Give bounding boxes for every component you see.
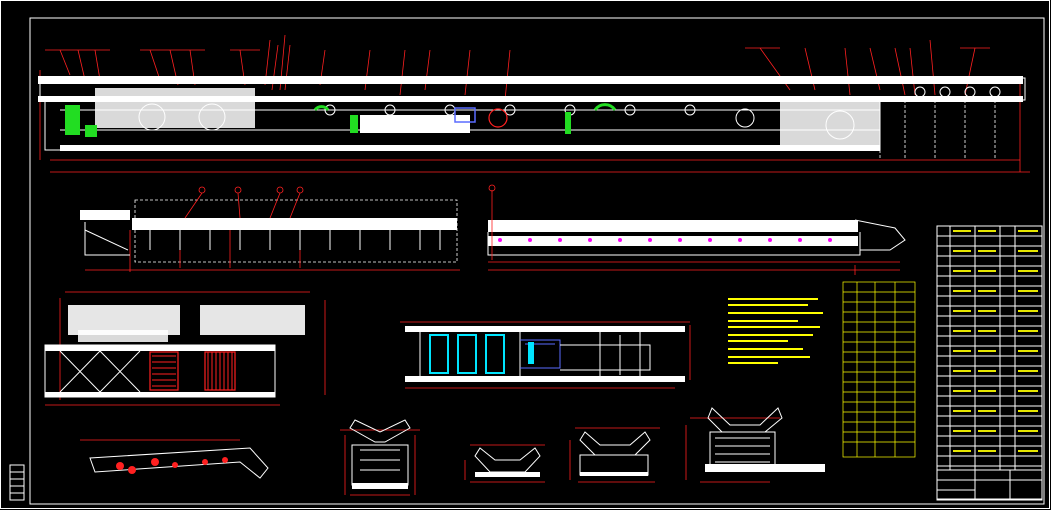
section-view-c xyxy=(569,427,660,483)
chain-side-sprockets xyxy=(116,457,228,474)
elevation-rollers xyxy=(324,86,1001,116)
plan-view-hangers xyxy=(149,230,441,250)
title-block xyxy=(936,469,1043,501)
chain-plan-view xyxy=(487,184,906,275)
elevation-highlights xyxy=(65,103,617,137)
elevation-gears xyxy=(138,103,855,140)
plan-view xyxy=(80,186,460,272)
parts-list-table xyxy=(842,281,916,458)
elevation-body xyxy=(38,76,1023,151)
plan-view-balloons xyxy=(184,186,304,219)
bill-of-materials-table xyxy=(936,225,1043,500)
frame-plan-motor xyxy=(149,351,236,391)
inner-border xyxy=(29,17,1045,505)
elevation-leader-lines xyxy=(39,34,1030,173)
revision-marks xyxy=(9,464,25,501)
chain-side-view xyxy=(80,439,269,479)
section-view-a xyxy=(340,419,420,496)
section-view-b xyxy=(464,444,545,483)
section-view-d xyxy=(685,407,825,483)
technical-notes-block xyxy=(728,298,823,364)
frame-plan-view xyxy=(44,291,326,406)
main-elevation-view xyxy=(38,34,1030,173)
drive-detail-view xyxy=(400,321,691,389)
chain-plan-links xyxy=(498,238,832,242)
